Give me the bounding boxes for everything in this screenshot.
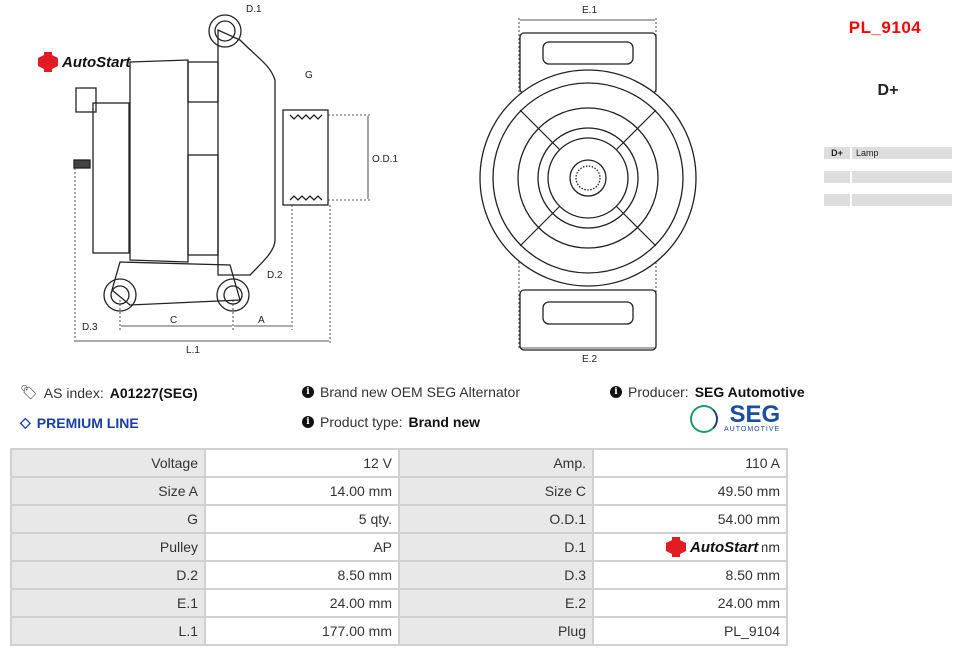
spec-value: 110 A xyxy=(592,448,788,478)
autostart-gear-icon xyxy=(38,52,58,72)
spec-label: Voltage xyxy=(10,448,206,478)
label-c: C xyxy=(170,315,177,326)
spec-label: Amp. xyxy=(398,448,594,478)
spec-label: D.2 xyxy=(10,560,206,590)
spec-label: G xyxy=(10,504,206,534)
tags-icon: 🏷 xyxy=(20,384,38,400)
spec-label: D.3 xyxy=(398,560,594,590)
spec-label: Plug xyxy=(398,616,594,646)
info-icon: i xyxy=(610,386,622,398)
spec-value: 8.50 mm xyxy=(204,560,400,590)
premium-line-link[interactable]: ◇PREMIUM LINE xyxy=(20,414,139,431)
spec-label: E.1 xyxy=(10,588,206,618)
spec-label: L.1 xyxy=(10,616,206,646)
spec-value: 24.00 mm xyxy=(204,588,400,618)
pin-value: Lamp xyxy=(852,147,952,159)
spec-value: 5 qty. xyxy=(204,504,400,534)
pin-value xyxy=(852,194,952,206)
info-icon: i xyxy=(302,416,314,428)
label-d2: D.2 xyxy=(267,270,283,281)
autostart-watermark-logo: AutoStart xyxy=(38,52,130,72)
label-od1: O.D.1 xyxy=(372,154,399,165)
label-e2: E.2 xyxy=(582,354,597,365)
pin-key: D+ xyxy=(824,147,850,159)
as-index: 🏷AS index:A01227(SEG) xyxy=(20,384,198,401)
side-view-labels: D.1 D.2 D.3 G O.D.1 C A L.1 E.1 E.2 xyxy=(82,4,597,365)
info-icon: i xyxy=(302,386,314,398)
pin-key xyxy=(824,171,850,183)
spec-value: PL_9104 xyxy=(592,616,788,646)
pin-value xyxy=(852,171,952,183)
part-code: PL_9104 xyxy=(848,18,922,37)
label-a: A xyxy=(258,315,265,326)
spec-value: 49.50 mm xyxy=(592,476,788,506)
label-d1: D.1 xyxy=(246,4,262,15)
alternator-diagram: D.1 D.2 D.3 G O.D.1 C A L.1 E.1 E.2 xyxy=(73,4,697,365)
spec-label: O.D.1 xyxy=(398,504,594,534)
spec-value: AP xyxy=(204,532,400,562)
autostart-gear-icon xyxy=(666,537,686,557)
spec-value: 24.00 mm xyxy=(592,588,788,618)
seg-logo-ring-icon xyxy=(690,404,718,433)
label-l1: L.1 xyxy=(186,345,200,356)
spec-label: Size A xyxy=(10,476,206,506)
label-d3: D.3 xyxy=(82,322,98,333)
front-view xyxy=(479,18,697,351)
spec-value: 8.50 mm xyxy=(592,560,788,590)
spec-label: E.2 xyxy=(398,588,594,618)
spec-label: Pulley xyxy=(10,532,206,562)
spec-value: 14.00 mm xyxy=(204,476,400,506)
side-view xyxy=(73,14,372,343)
spec-label: Size C xyxy=(398,476,594,506)
autostart-watermark-logo: AutoStart xyxy=(666,537,763,557)
label-g: G xyxy=(305,70,313,81)
diamond-icon: ◇ xyxy=(20,414,31,430)
label-e1: E.1 xyxy=(582,5,597,16)
plug-title: D+ xyxy=(877,82,899,99)
spec-value: 54.00 mm xyxy=(592,504,788,534)
spec-value: 12 V xyxy=(204,448,400,478)
spec-label: D.1 xyxy=(398,532,594,562)
spec-value: 177.00 mm xyxy=(204,616,400,646)
pin-key xyxy=(824,194,850,206)
